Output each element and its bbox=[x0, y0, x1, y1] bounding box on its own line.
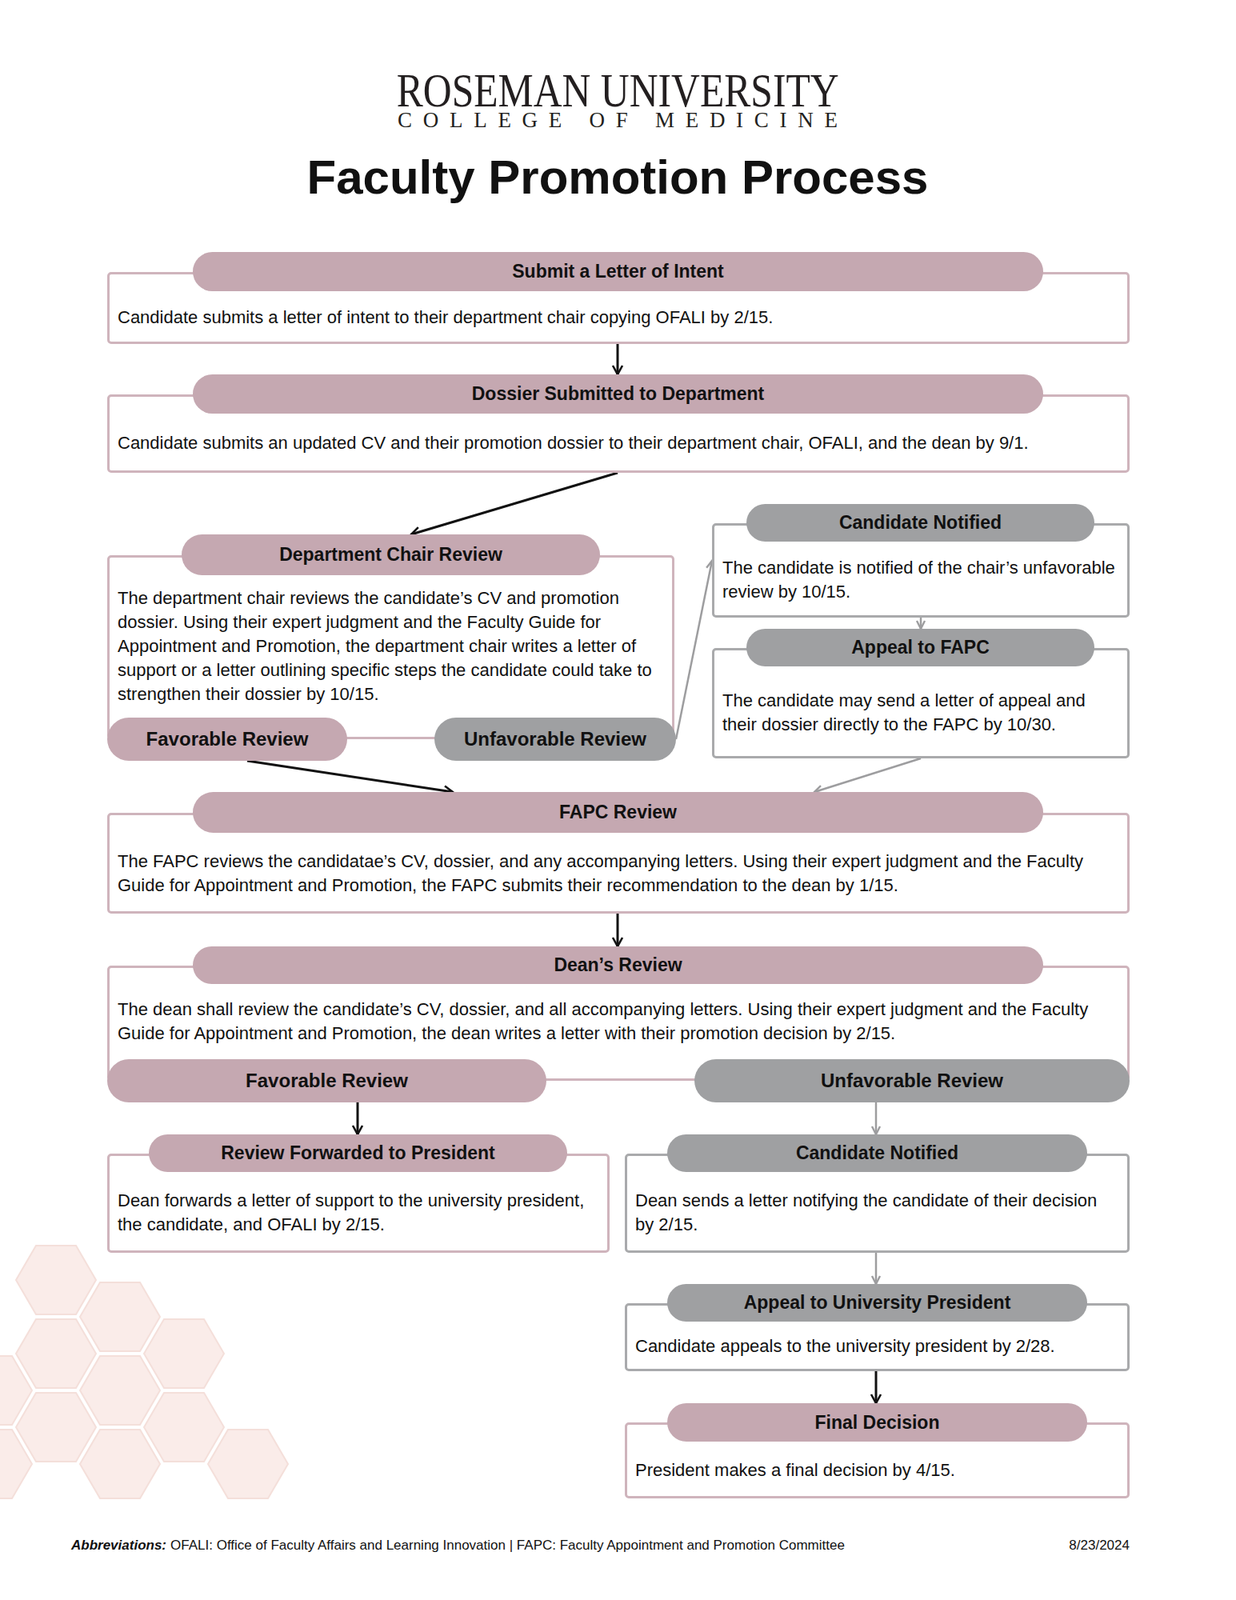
process-box: Dean’s ReviewThe dean shall review the c… bbox=[107, 946, 1130, 1103]
heading-pill: Candidate Notified bbox=[667, 1134, 1088, 1172]
connector-arrow bbox=[616, 344, 620, 375]
heading-pill: Department Chair Review bbox=[181, 534, 600, 576]
box-body: The dean shall review the candidate’s CV… bbox=[107, 997, 1130, 1046]
box-text: The candidate is notified of the chair’s… bbox=[722, 556, 1120, 604]
process-box: Appeal to University PresidentCandidate … bbox=[624, 1284, 1130, 1372]
connector-arrow bbox=[875, 1102, 878, 1135]
outcome-pill: Unfavorable Review bbox=[434, 717, 676, 761]
box-body: The FAPC reviews the candidatae’s CV, do… bbox=[107, 849, 1130, 898]
box-heading: Review Forwarded to President bbox=[220, 1142, 496, 1164]
box-text: The FAPC reviews the candidatae’s CV, do… bbox=[117, 849, 1120, 898]
process-box: Submit a Letter of IntentCandidate submi… bbox=[107, 252, 1130, 344]
box-heading: Appeal to FAPC bbox=[851, 636, 990, 659]
box-heading: Final Decision bbox=[815, 1412, 940, 1434]
heading-pill: Dossier Submitted to Department bbox=[192, 374, 1044, 414]
box-heading: Department Chair Review bbox=[279, 544, 503, 566]
connector-arrow bbox=[875, 1252, 878, 1284]
heading-pill: FAPC Review bbox=[192, 792, 1044, 833]
logo-subtitle: COLLEGE OF MEDICINE bbox=[397, 109, 849, 132]
connector-arrow bbox=[247, 760, 453, 792]
box-body: The candidate is notified of the chair’s… bbox=[712, 556, 1130, 604]
heading-pill: Review Forwarded to President bbox=[148, 1134, 568, 1172]
logo-wordmark: ROSEMAN UNIVERSITY bbox=[396, 66, 839, 115]
box-body: The department chair reviews the candida… bbox=[107, 586, 675, 707]
box-text: Dean forwards a letter of support to the… bbox=[117, 1188, 600, 1237]
outcome-label: Favorable Review bbox=[245, 1069, 408, 1092]
box-text: President makes a final decision by 4/15… bbox=[635, 1458, 1120, 1483]
process-box: Department Chair ReviewThe department ch… bbox=[107, 534, 675, 761]
hexagon-pattern bbox=[0, 1245, 288, 1499]
box-body: Candidate submits a letter of intent to … bbox=[107, 305, 1130, 330]
box-body: The candidate may send a letter of appea… bbox=[712, 688, 1130, 737]
box-heading: Candidate Notified bbox=[796, 1142, 959, 1164]
connector-arrow bbox=[356, 1102, 360, 1135]
outcome-pill: Unfavorable Review bbox=[694, 1059, 1130, 1103]
connector-arrow bbox=[676, 560, 712, 740]
box-text: The department chair reviews the candida… bbox=[117, 586, 664, 707]
date-stamp: 8/23/2024 bbox=[1068, 1538, 1130, 1552]
connector-arrow bbox=[411, 472, 618, 535]
box-body: President makes a final decision by 4/15… bbox=[624, 1458, 1130, 1483]
process-box: Candidate NotifiedDean sends a letter no… bbox=[624, 1134, 1130, 1253]
footnote-text: OFALI: Office of Faculty Affairs and Lea… bbox=[170, 1538, 845, 1552]
connector-arrow bbox=[875, 1371, 878, 1404]
process-box: Review Forwarded to PresidentDean forwar… bbox=[107, 1134, 610, 1253]
box-heading: Candidate Notified bbox=[839, 512, 1002, 534]
connector-arrow bbox=[814, 758, 921, 792]
outcome-label: Favorable Review bbox=[146, 728, 309, 751]
box-body: Dean sends a letter notifying the candid… bbox=[624, 1188, 1130, 1237]
heading-pill: Candidate Notified bbox=[746, 504, 1095, 542]
box-text: Candidate submits a letter of intent to … bbox=[117, 305, 1120, 330]
box-heading: Appeal to University President bbox=[744, 1292, 1012, 1314]
box-heading: Dean’s Review bbox=[553, 954, 682, 976]
heading-pill: Dean’s Review bbox=[192, 946, 1044, 984]
heading-pill: Appeal to FAPC bbox=[746, 628, 1095, 667]
heading-pill: Final Decision bbox=[667, 1403, 1088, 1442]
box-text: The candidate may send a letter of appea… bbox=[722, 688, 1120, 737]
outcome-pill: Favorable Review bbox=[107, 717, 348, 761]
connector-arrow bbox=[920, 617, 923, 629]
box-heading: Submit a Letter of Intent bbox=[512, 260, 724, 283]
box-heading: Dossier Submitted to Department bbox=[472, 383, 765, 405]
box-body: Candidate submits an updated CV and thei… bbox=[107, 431, 1130, 456]
page-title: Faculty Promotion Process bbox=[307, 153, 929, 202]
process-box: Appeal to FAPC The candidate may send a l… bbox=[712, 628, 1130, 759]
process-box: Dossier Submitted to DepartmentCandidate… bbox=[107, 374, 1130, 473]
outcome-label: Unfavorable Review bbox=[820, 1069, 1004, 1092]
box-text: The dean shall review the candidate’s CV… bbox=[117, 997, 1120, 1046]
process-box: FAPC ReviewThe FAPC reviews the candidat… bbox=[107, 792, 1130, 914]
outcome-pill: Favorable Review bbox=[107, 1059, 547, 1103]
process-box: Candidate NotifiedThe candidate is notif… bbox=[712, 504, 1130, 618]
outcome-label: Unfavorable Review bbox=[464, 728, 647, 751]
box-text: Dean sends a letter notifying the candid… bbox=[635, 1188, 1120, 1237]
box-body: Candidate appeals to the university pres… bbox=[624, 1334, 1130, 1359]
process-box: Final DecisionPresident makes a final de… bbox=[624, 1403, 1130, 1499]
box-body: Dean forwards a letter of support to the… bbox=[107, 1188, 610, 1237]
connector-arrow bbox=[616, 913, 620, 947]
box-text: Candidate submits an updated CV and thei… bbox=[117, 431, 1120, 456]
footnote-key: Abbreviations: bbox=[71, 1538, 167, 1552]
box-text: Candidate appeals to the university pres… bbox=[635, 1334, 1120, 1359]
box-heading: FAPC Review bbox=[559, 801, 677, 824]
heading-pill: Appeal to University President bbox=[667, 1284, 1088, 1322]
heading-pill: Submit a Letter of Intent bbox=[192, 252, 1044, 292]
